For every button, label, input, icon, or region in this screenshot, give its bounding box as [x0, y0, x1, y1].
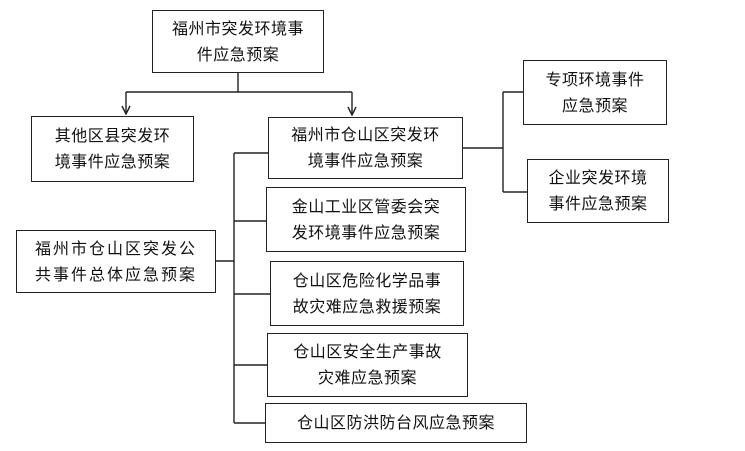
box-cangshan-public-line-2: 共事件总体应急预案: [34, 264, 197, 284]
box-top-plan: 福州市突发环境事 件应急预案: [152, 10, 324, 73]
box-enterprise-env-line-1: 企业突发环境: [548, 168, 648, 187]
box-other-districts-plan: 其他区县突发环 境事件应急预案: [31, 116, 194, 182]
box-cangshan-env-line-1: 福州市仓山区突发环: [291, 125, 440, 144]
box-hazardous-chem-line-1: 仓山区危险化学品事: [292, 270, 442, 290]
box-hazardous-chem-plan: 仓山区危险化学品事 故灾难应急救援预案: [270, 261, 464, 326]
box-other-districts-line-1: 其他区县突发环: [54, 126, 171, 145]
box-jinshan-line-1: 金山工业区管委会突: [291, 196, 441, 216]
box-jinshan-industrial-plan: 金山工业区管委会突 发环境事件应急预案: [266, 187, 466, 252]
box-special-env-plan: 专项环境事件 应急预案: [523, 60, 667, 125]
box-production-safety-line-1: 仓山区安全生产事故: [293, 342, 442, 361]
box-top-plan-line-2: 件应急预案: [196, 44, 280, 64]
box-cangshan-env-plan: 福州市仓山区突发环 境事件应急预案: [268, 117, 463, 179]
box-cangshan-env-line-2: 境事件应急预案: [307, 151, 424, 170]
box-enterprise-env-line-2: 事件应急预案: [548, 194, 648, 213]
box-production-safety-line-2: 灾难应急预案: [317, 368, 417, 387]
box-cangshan-public-plan: 福州市仓山区突发公 共事件总体应急预案: [16, 230, 216, 293]
box-jinshan-line-2: 发环境事件应急预案: [291, 222, 441, 242]
box-production-safety-plan: 仓山区安全生产事故 灾难应急预案: [267, 333, 468, 397]
box-other-districts-line-2: 境事件应急预案: [54, 152, 171, 171]
box-special-env-line-2: 应急预案: [561, 95, 628, 115]
box-flood-typhoon-plan: 仓山区防洪防台风应急预案: [265, 403, 527, 443]
box-hazardous-chem-line-2: 故灾难应急救援预案: [292, 296, 442, 316]
box-cangshan-public-line-1: 福州市仓山区突发公: [34, 238, 197, 258]
box-enterprise-env-plan: 企业突发环境 事件应急预案: [527, 159, 669, 223]
box-flood-typhoon-line-1: 仓山区防洪防台风应急预案: [296, 413, 495, 432]
box-top-plan-line-1: 福州市突发环境事: [171, 18, 304, 38]
box-special-env-line-1: 专项环境事件: [545, 69, 645, 89]
